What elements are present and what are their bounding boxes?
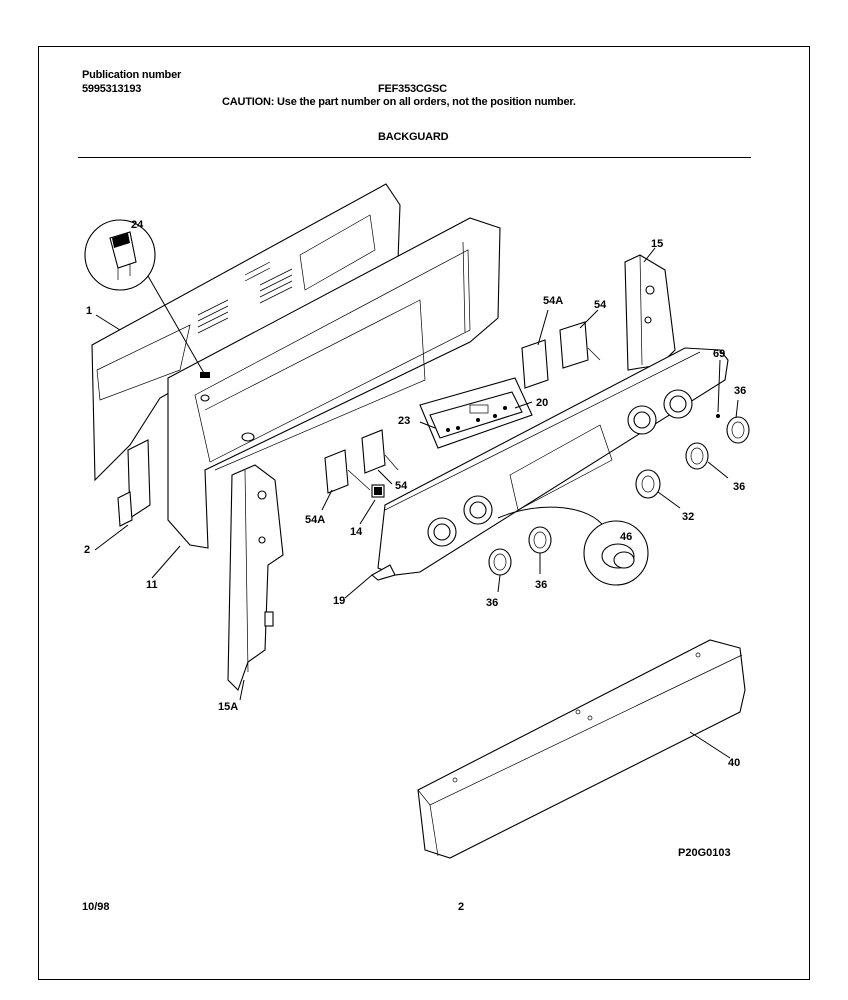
knob-detail-callout (583, 520, 649, 586)
header-divider (78, 157, 751, 158)
infinite-switch-right (521, 321, 601, 389)
callout-23: 23 (398, 415, 410, 427)
left-side-bracket (227, 464, 284, 692)
callout-54a-left: 54A (305, 514, 325, 526)
callout-40: 40 (728, 757, 740, 769)
indicator-light (371, 484, 385, 498)
callout-46: 46 (620, 531, 632, 543)
publication-number: 5995313193 (82, 83, 142, 95)
footer-date: 10/98 (82, 901, 110, 913)
diagram-code: P20G0103 (678, 847, 731, 859)
callout-36-left: 36 (486, 597, 498, 609)
right-side-bracket (624, 254, 676, 371)
rocker-switch-callout (84, 219, 210, 378)
callout-19: 19 (333, 595, 345, 607)
section-title: BACKGUARD (378, 131, 449, 143)
publication-label: Publication number (82, 69, 182, 81)
knob-set (488, 414, 750, 576)
callout-14: 14 (350, 526, 363, 538)
callout-15: 15 (651, 238, 663, 250)
callout-20: 20 (536, 397, 548, 409)
callout-36-top: 36 (734, 385, 746, 397)
model-number: FEF353CGSC (378, 83, 447, 95)
leader-lines (94, 247, 739, 759)
callout-54a-right: 54A (543, 295, 563, 307)
callout-15a: 15A (218, 701, 238, 713)
callout-36-right: 36 (733, 481, 745, 493)
caution-note: CAUTION: Use the part number on all orde… (222, 96, 576, 108)
callout-54-right: 54 (594, 299, 607, 311)
clock-timer-board (419, 377, 533, 449)
callout-69: 69 (713, 348, 725, 360)
callout-24: 24 (131, 219, 144, 231)
callout-32: 32 (682, 511, 694, 523)
footer-page: 2 (458, 901, 464, 913)
infinite-switch-left (324, 429, 399, 494)
backguard-trim (417, 639, 746, 859)
control-housing (167, 217, 501, 549)
control-panel (371, 347, 729, 581)
callout-54-left: 54 (395, 480, 408, 492)
callout-2: 2 (84, 544, 90, 556)
callout-11: 11 (146, 579, 158, 591)
callout-36-center: 36 (535, 579, 547, 591)
drawing-frame (38, 46, 810, 980)
rear-bracket (117, 439, 151, 527)
callout-1: 1 (86, 305, 92, 317)
